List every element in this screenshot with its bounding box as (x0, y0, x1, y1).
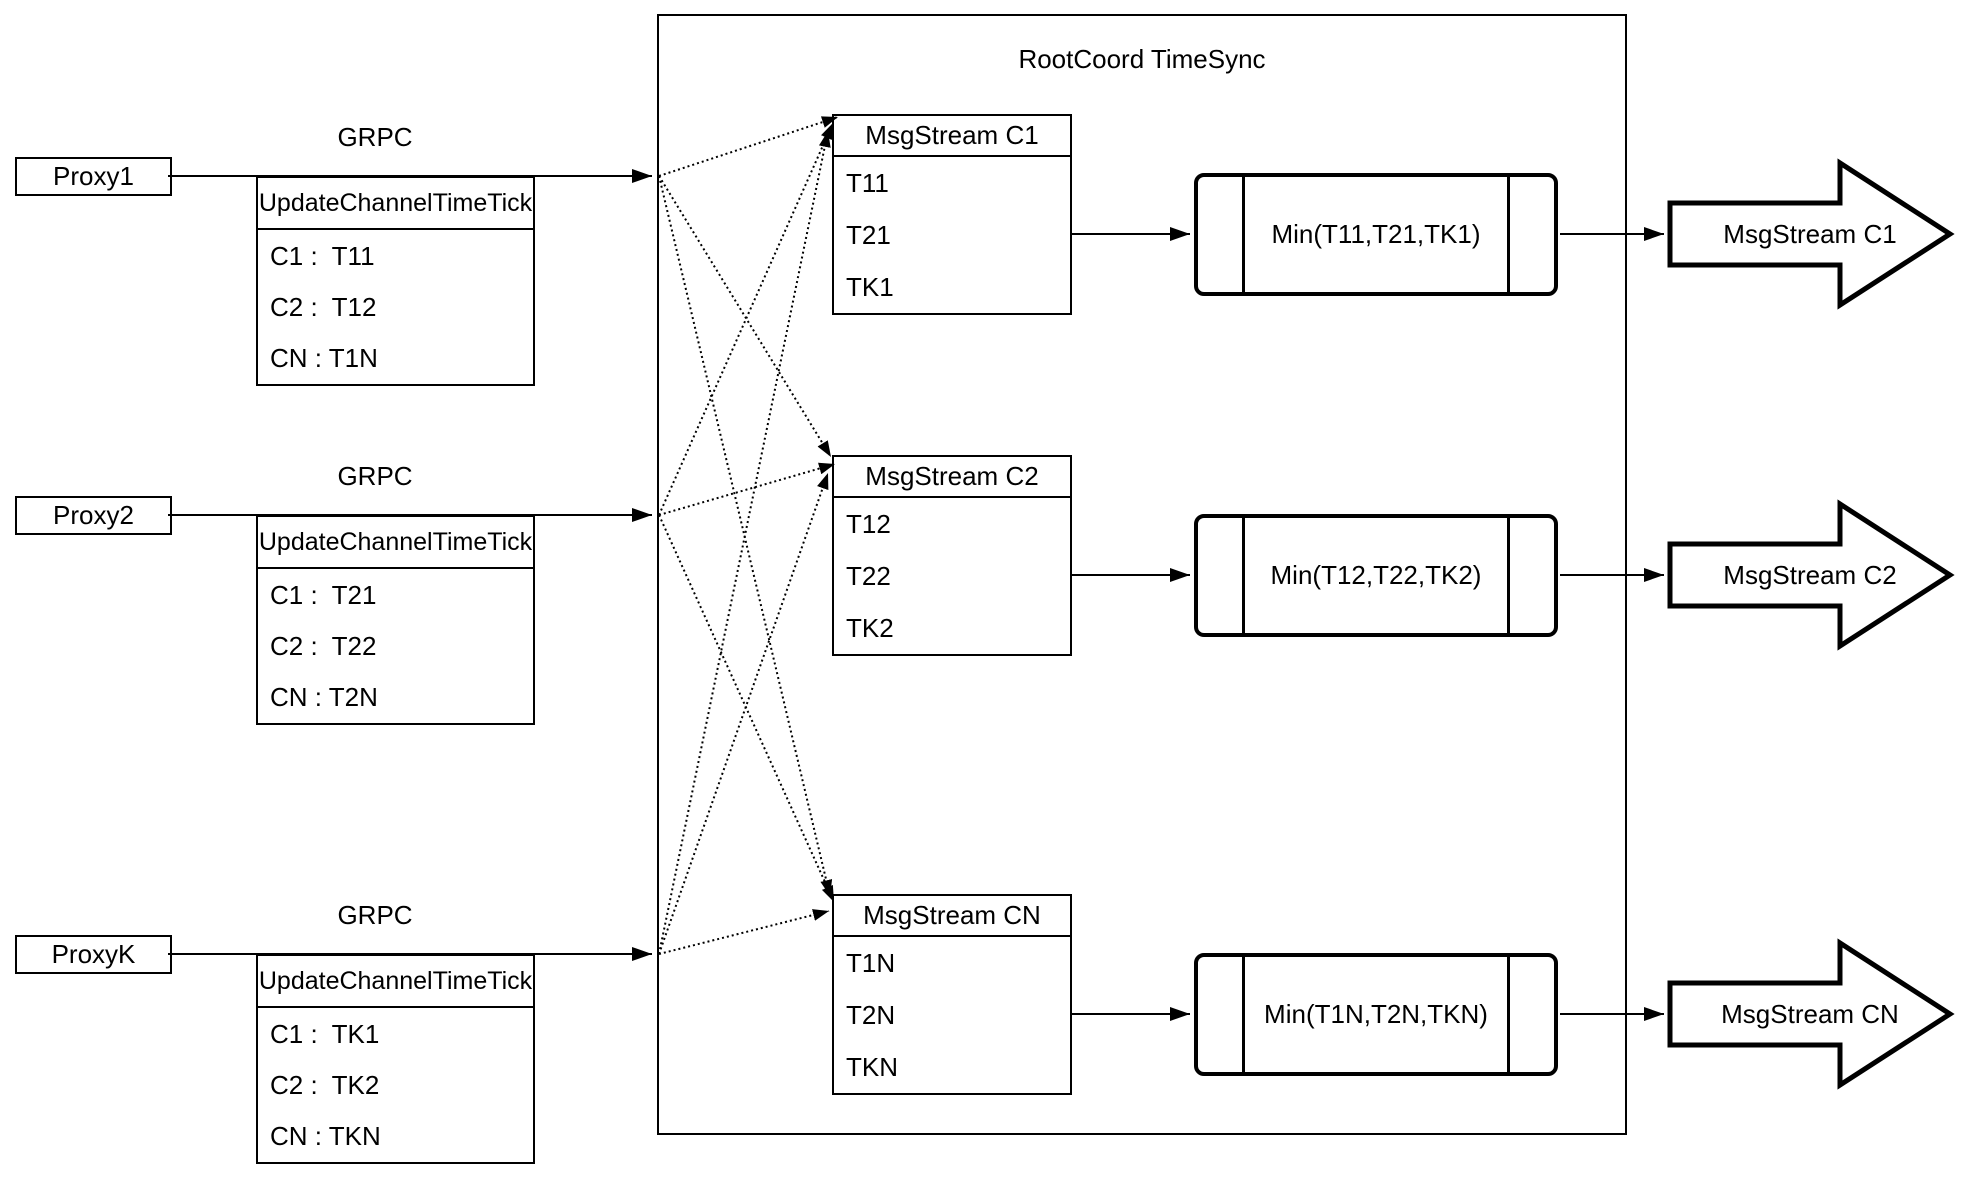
min-box-c2: Min(T12,T22,TK2) (1194, 514, 1558, 637)
msgstream-table-cn: MsgStream CN T1N T2N TKN (832, 894, 1072, 1095)
min-box-c1: Min(T11,T21,TK1) (1194, 173, 1558, 296)
table-row: T22 (846, 561, 891, 591)
output-arrow-label-c2: MsgStream C2 (1723, 560, 1897, 590)
table-row: T12 (846, 509, 891, 539)
grpc-label-3: GRPC (337, 900, 413, 930)
table-row: T2N (846, 1000, 896, 1030)
table-row: T11 (846, 168, 889, 198)
msgstream-table-c1: MsgStream C1 T11 T21 TK1 (832, 114, 1072, 315)
dotted-arrow-pk-cn (658, 909, 830, 955)
table-row: C1 : T11 (270, 241, 375, 271)
table-row: CN : T1N (270, 343, 378, 373)
min-label: Min(T11,T21,TK1) (1271, 219, 1481, 249)
output-arrow-label-cn: MsgStream CN (1721, 999, 1899, 1029)
table-header: UpdateChannelTimeTick (258, 178, 533, 230)
min-label: Min(T12,T22,TK2) (1270, 560, 1482, 590)
grpc-label-1: GRPC (337, 122, 413, 152)
proxyk-box: ProxyK (15, 935, 172, 974)
table-header: MsgStream C2 (834, 457, 1070, 498)
dotted-arrow-p1-c2 (658, 175, 832, 458)
table-row: CN : TKN (270, 1121, 381, 1151)
table-row: TK1 (846, 272, 894, 302)
update-timetick-table-1: UpdateChannelTimeTick C1 : T11 C2 : T12 … (256, 176, 535, 386)
proxy2-box: Proxy2 (15, 496, 172, 535)
divider (1507, 177, 1510, 292)
divider (1242, 957, 1245, 1072)
table-row: CN : T2N (270, 682, 378, 712)
table-row: C2 : T22 (270, 631, 377, 661)
divider (1507, 957, 1510, 1072)
table-row: T1N (846, 948, 896, 978)
dotted-arrow-p2-c1 (658, 122, 834, 516)
table-row: C2 : TK2 (270, 1070, 380, 1100)
msgstream-table-c2: MsgStream C2 T12 T22 TK2 (832, 455, 1072, 656)
table-row: C1 : T21 (270, 580, 377, 610)
table-row: C2 : T12 (270, 292, 377, 322)
output-arrow-shape-c2 (1667, 499, 1955, 651)
min-box-cn: Min(T1N,T2N,TKN) (1194, 953, 1558, 1076)
dotted-arrow-p2-cn (658, 514, 835, 903)
table-row: TK2 (846, 613, 894, 643)
dotted-arrow-p2-c2 (658, 462, 836, 516)
rootcoord-title: RootCoord TimeSync (1018, 44, 1266, 74)
dotted-arrow-p1-c1 (658, 116, 839, 177)
output-arrow-label-c1: MsgStream C1 (1723, 219, 1897, 249)
divider (1242, 518, 1245, 633)
output-arrow-shape-cn (1667, 938, 1955, 1090)
table-header: MsgStream C1 (834, 116, 1070, 157)
output-arrow-shape-c1 (1667, 158, 1955, 310)
divider (1507, 518, 1510, 633)
table-row: TKN (846, 1052, 898, 1082)
proxy1-box: Proxy1 (15, 157, 172, 196)
divider (1242, 177, 1245, 292)
table-row: C1 : TK1 (270, 1019, 380, 1049)
table-row: T21 (846, 220, 891, 250)
table-header: UpdateChannelTimeTick (258, 517, 533, 569)
dotted-arrow-pk-c1 (658, 130, 831, 955)
table-header: UpdateChannelTimeTick (258, 956, 533, 1008)
update-timetick-table-2: UpdateChannelTimeTick C1 : T21 C2 : T22 … (256, 515, 535, 725)
dotted-arrow-pk-c2 (658, 472, 829, 955)
table-header: MsgStream CN (834, 896, 1070, 937)
grpc-label-2: GRPC (337, 461, 413, 491)
update-timetick-table-3: UpdateChannelTimeTick C1 : TK1 C2 : TK2 … (256, 954, 535, 1164)
min-label: Min(T1N,T2N,TKN) (1264, 999, 1488, 1029)
